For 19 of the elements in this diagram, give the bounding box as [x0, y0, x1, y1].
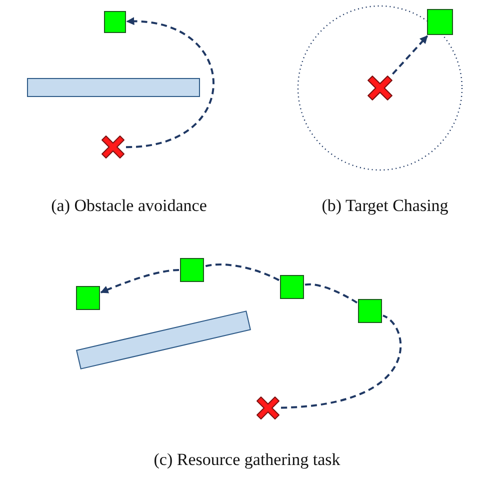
cross-marker	[367, 75, 393, 101]
caption: (a) Obstacle avoidance	[51, 196, 207, 216]
cross-marker	[256, 396, 280, 420]
cross-marker	[101, 135, 125, 159]
square-marker	[104, 11, 126, 33]
dashed-arrow	[392, 35, 428, 75]
square-marker	[180, 258, 204, 282]
square-marker	[358, 299, 382, 323]
square-marker	[76, 286, 100, 310]
square-marker	[280, 275, 304, 299]
dashed-path	[204, 264, 280, 282]
dashed-path	[304, 283, 358, 304]
dashed-path	[280, 314, 402, 409]
square-marker	[427, 9, 453, 35]
caption: (b) Target Chasing	[322, 196, 448, 216]
obstacle-bar	[27, 78, 200, 97]
caption: (c) Resource gathering task	[154, 450, 340, 470]
dashed-arrow	[126, 18, 214, 148]
dashed-arrow	[100, 269, 180, 294]
